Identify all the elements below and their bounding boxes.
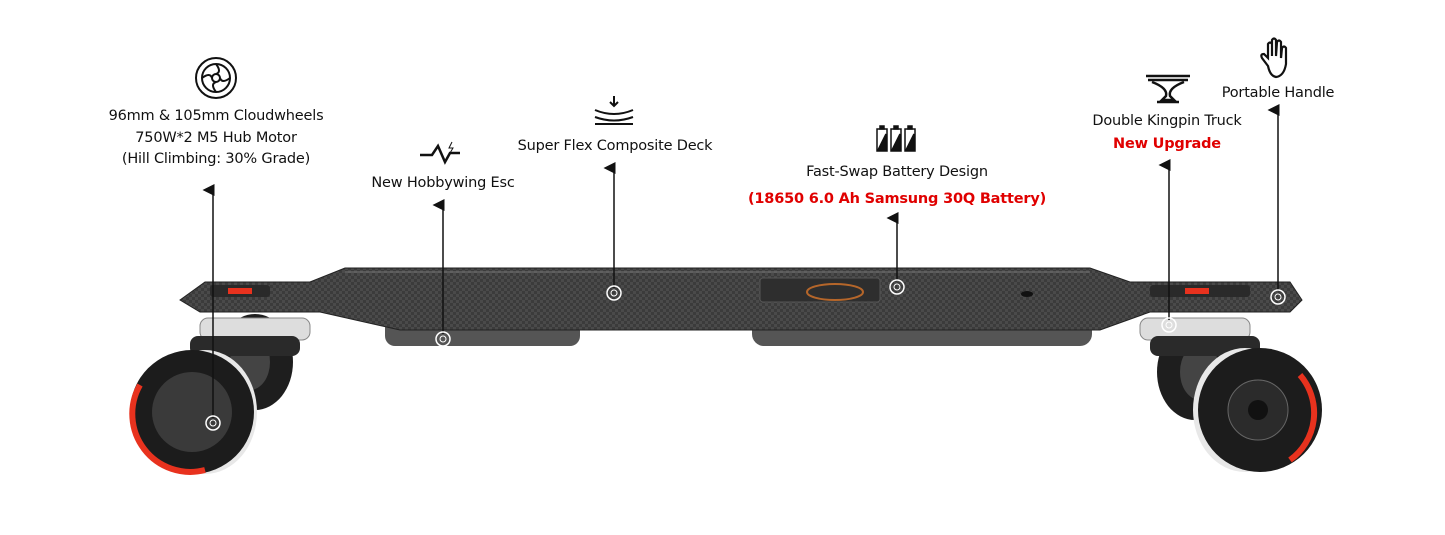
wheels-line-1: 96mm & 105mm Cloudwheels: [108, 108, 324, 124]
left-truck: [190, 317, 311, 356]
pointer-deck: [603, 162, 622, 301]
front-left-wheel: [129, 350, 257, 475]
hand-icon: [1260, 37, 1288, 79]
battery-label: Fast-Swap Battery Design (18650 6.0 Ah S…: [748, 162, 1046, 210]
wheel-icon: [195, 57, 237, 99]
pointer-esc: [432, 199, 451, 347]
pointer-truck: [1158, 159, 1177, 333]
battery-highlight: (18650 6.0 Ah Samsung 30Q Battery): [747, 190, 1047, 207]
deck-label: Super Flex Composite Deck: [517, 138, 713, 154]
truck-label: Double Kingpin Truck New Upgrade: [1092, 111, 1241, 155]
right-truck: [1139, 317, 1260, 356]
flex-deck-icon: [594, 96, 634, 125]
deck: [179, 267, 1303, 331]
pointer-wheels: [202, 184, 221, 431]
battery-icon: [876, 125, 916, 152]
front-right-wheel: [1193, 348, 1322, 472]
pointer-battery: [886, 212, 905, 295]
pointer-handle: [1267, 104, 1286, 305]
battery-title: Fast-Swap Battery Design: [806, 164, 988, 180]
truck-highlight: New Upgrade: [1113, 135, 1221, 152]
esc-label: New Hobbywing Esc: [371, 175, 515, 191]
truck-title: Double Kingpin Truck: [1092, 113, 1242, 129]
wheels-label: 96mm & 105mm Cloudwheels 750W*2 M5 Hub M…: [109, 106, 324, 171]
heartbeat-bolt-icon: [420, 141, 460, 165]
truck-icon: [1146, 74, 1190, 104]
wheels-line-3: (Hill Climbing: 30% Grade): [121, 151, 311, 167]
handle-label: Portable Handle: [1221, 85, 1335, 101]
wheels-line-2: 750W*2 M5 Hub Motor: [135, 129, 297, 146]
